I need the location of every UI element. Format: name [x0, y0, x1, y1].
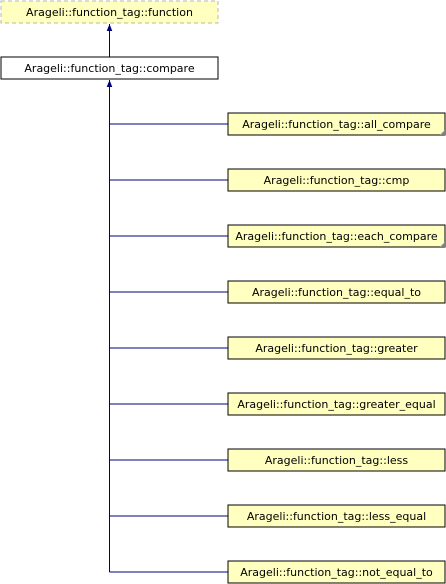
base-class-label: Arageli::function_tag::function [26, 6, 193, 19]
derived-class-node[interactable]: Arageli::function_tag::less [227, 448, 446, 472]
derived-class-label: Arageli::function_tag::less_equal [247, 510, 426, 523]
compare-class-label: Arageli::function_tag::compare [24, 62, 194, 75]
derived-class-box [227, 168, 446, 192]
derived-class-node[interactable]: Arageli::function_tag::equal_to [227, 280, 446, 304]
derived-class-label: Arageli::function_tag::not_equal_to [240, 566, 433, 579]
derived-class-node[interactable]: Arageli::function_tag::not_equal_to [227, 560, 446, 584]
derived-class-label: Arageli::function_tag::each_compare [235, 230, 437, 243]
base-class-node[interactable]: Arageli::function_tag::function [0, 0, 219, 24]
edges [106, 24, 228, 573]
derived-class-nodes: Arageli::function_tag::all_compareAragel… [227, 112, 446, 584]
collapsed-corner-icon [440, 242, 445, 247]
derived-class-box [227, 112, 446, 136]
derived-class-node[interactable]: Arageli::function_tag::greater [227, 336, 446, 360]
derived-class-label: Arageli::function_tag::all_compare [242, 118, 431, 131]
compare-class-node[interactable]: Arageli::function_tag::compare [0, 56, 219, 80]
derived-class-node[interactable]: Arageli::function_tag::cmp [227, 168, 446, 192]
derived-class-box [227, 560, 446, 584]
derived-class-box [227, 280, 446, 304]
derived-class-label: Arageli::function_tag::cmp [264, 174, 410, 187]
derived-class-box [227, 504, 446, 528]
derived-class-label: Arageli::function_tag::greater_equal [237, 398, 435, 411]
derived-class-label: Arageli::function_tag::greater [255, 342, 418, 355]
derived-class-label: Arageli::function_tag::less [265, 454, 409, 467]
derived-class-box [227, 224, 446, 248]
derived-class-box [227, 392, 446, 416]
derived-class-node[interactable]: Arageli::function_tag::each_compare [227, 224, 446, 248]
derived-class-node[interactable]: Arageli::function_tag::less_equal [227, 504, 446, 528]
derived-class-box [227, 336, 446, 360]
derived-class-label: Arageli::function_tag::equal_to [252, 286, 421, 299]
derived-class-node[interactable]: Arageli::function_tag::all_compare [227, 112, 446, 136]
derived-class-box [227, 448, 446, 472]
collapsed-corner-icon [440, 130, 445, 135]
derived-class-node[interactable]: Arageli::function_tag::greater_equal [227, 392, 446, 416]
